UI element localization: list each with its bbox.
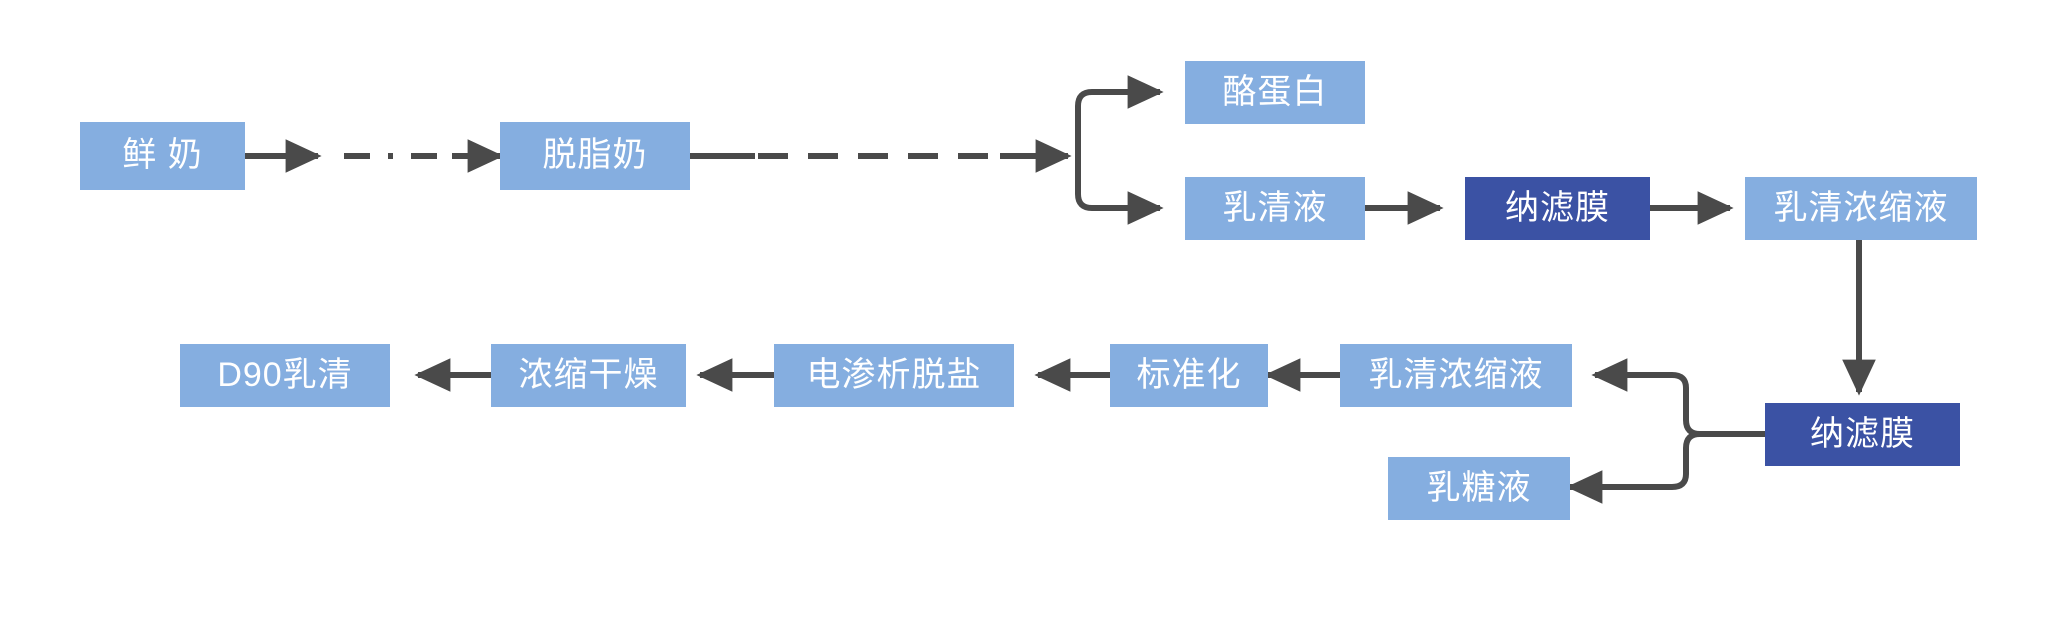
- node-fresh-milk-label: 鲜 奶: [122, 136, 203, 175]
- node-casein[interactable]: 酪蛋白: [1185, 61, 1365, 124]
- node-nf-membrane-1-label: 纳滤膜: [1505, 188, 1610, 227]
- node-electrodialysis[interactable]: 电渗析脱盐: [774, 344, 1014, 407]
- node-nf-membrane-1[interactable]: 纳滤膜: [1465, 177, 1650, 240]
- edge-split-to-whey-liquid: [1075, 156, 1164, 225]
- node-lactose-liquid-label: 乳糖液: [1426, 468, 1532, 507]
- node-whey-concentrate-1-label: 乳清浓缩液: [1773, 188, 1949, 227]
- node-fresh-milk[interactable]: 鲜 奶: [80, 122, 245, 190]
- node-whey-concentrate-2-label: 乳清浓缩液: [1368, 355, 1544, 394]
- node-electrodialysis-label: 电渗析脱盐: [806, 355, 982, 394]
- node-casein-label: 酪蛋白: [1222, 72, 1328, 111]
- node-nf-membrane-2-label: 纳滤膜: [1810, 414, 1915, 453]
- node-nf-membrane-2[interactable]: 纳滤膜: [1765, 403, 1960, 466]
- node-whey-liquid-label: 乳清液: [1222, 188, 1328, 227]
- node-skim-milk[interactable]: 脱脂奶: [500, 122, 690, 190]
- node-standardization-label: 标准化: [1136, 355, 1242, 394]
- node-whey-concentrate-1[interactable]: 乳清浓缩液: [1745, 177, 1977, 240]
- node-whey-liquid[interactable]: 乳清液: [1185, 177, 1365, 240]
- edge-split-to-casein: [1075, 75, 1164, 156]
- edge-nf2-to-lactose: [1566, 431, 1765, 504]
- node-skim-milk-label: 脱脂奶: [542, 136, 648, 175]
- node-d90-whey-label: D90乳清: [217, 355, 353, 394]
- edge-nf2-to-whey-concentrate2: [1591, 358, 1765, 437]
- node-standardization[interactable]: 标准化: [1110, 344, 1268, 407]
- node-concentrate-dry-label: 浓缩干燥: [518, 355, 659, 394]
- node-concentrate-dry[interactable]: 浓缩干燥: [491, 344, 686, 407]
- node-whey-concentrate-2[interactable]: 乳清浓缩液: [1340, 344, 1572, 407]
- node-d90-whey[interactable]: D90乳清: [180, 344, 390, 407]
- node-lactose-liquid[interactable]: 乳糖液: [1388, 457, 1570, 520]
